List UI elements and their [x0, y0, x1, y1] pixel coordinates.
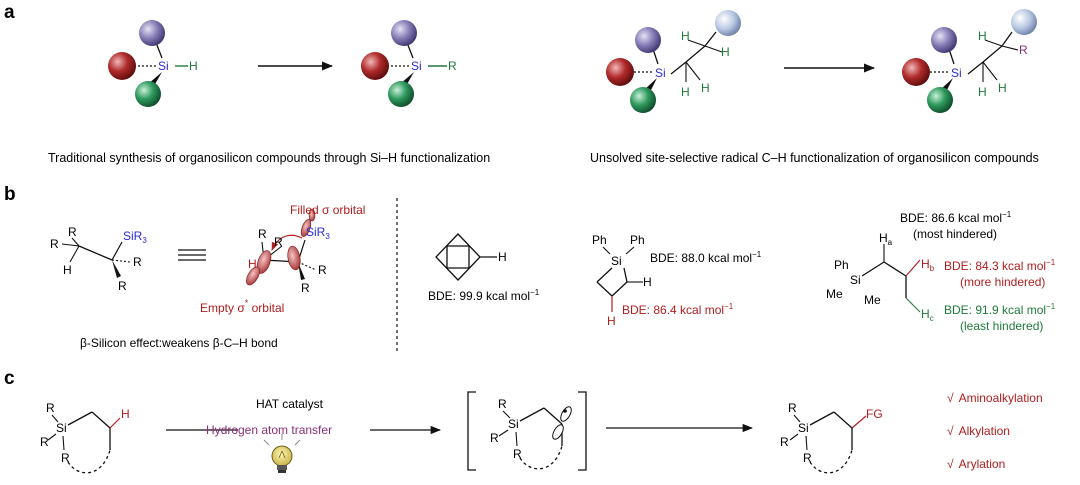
- hc-label: Hc: [921, 307, 934, 323]
- h-atom: H: [978, 85, 987, 99]
- si-atom: Si: [655, 66, 666, 80]
- svg-text:H: H: [248, 257, 257, 271]
- panel-a-label: a: [4, 2, 15, 23]
- svg-text:H: H: [498, 250, 507, 264]
- bde-hc: BDE: 91.9 kcal mol−1: [944, 302, 1056, 317]
- outcome-alkylation: √Alkylation: [947, 424, 1010, 438]
- svg-text:R: R: [780, 435, 789, 449]
- svg-text:R: R: [46, 401, 55, 415]
- svg-text:R: R: [788, 401, 797, 415]
- svg-text:Si: Si: [508, 417, 519, 431]
- h-atom: H: [189, 59, 198, 73]
- si-atom: Si: [158, 59, 169, 73]
- silacyclobutane-bde-bottom: BDE: 86.4 kcal mol−1: [622, 302, 734, 317]
- dimethylphenylsilane-chain: Ph Si Me Me Ha Hb Hc: [826, 231, 935, 323]
- sir3-group: SiR3: [123, 229, 147, 245]
- bde-ha: BDE: 86.6 kcal mol−1: [900, 210, 1012, 225]
- light-bulb-icon: [263, 434, 301, 473]
- si-atom: Si: [411, 59, 422, 73]
- svg-text:R: R: [258, 227, 267, 241]
- svg-text:Si: Si: [56, 421, 67, 435]
- hb-note: (more hindered): [960, 275, 1045, 289]
- hat-catalyst-label: HAT catalyst: [256, 397, 324, 411]
- panel-b-label: b: [4, 184, 16, 205]
- functionalized-cyclic-product: R R Si R FG: [780, 401, 883, 474]
- h-atom: H: [721, 45, 730, 59]
- cyclobutane-bde: BDE: 99.9 kcal mol−1: [428, 288, 540, 303]
- outcome-aminoalkylation: √Aminoalkylation: [947, 391, 1043, 405]
- fg-label: FG: [866, 407, 883, 421]
- svg-text:Si: Si: [798, 421, 809, 435]
- svg-text:R: R: [513, 447, 522, 461]
- panel-c-label: c: [4, 368, 15, 389]
- caption-traditional-synthesis: Traditional synthesis of organosilicon c…: [48, 151, 490, 165]
- ha-label: Ha: [879, 231, 893, 247]
- svg-text:H: H: [607, 314, 616, 328]
- caption-unsolved-functionalization: Unsolved site-selective radical C–H func…: [590, 151, 1039, 165]
- orbital-overlap-diagram: R R H R R SiR3: [246, 208, 330, 295]
- ha-note: (most hindered): [913, 227, 997, 241]
- filled-sigma-orbital-label: Filled σ orbital: [290, 203, 365, 217]
- svg-text:R: R: [803, 451, 812, 465]
- silane-molecule-left: Si H: [108, 20, 198, 107]
- svg-text:Me: Me: [864, 293, 881, 307]
- svg-text:Si: Si: [850, 273, 861, 287]
- cyclobutane-structure: H: [435, 233, 507, 281]
- silacyclobutane-bde-top: BDE: 88.0 kcal mol−1: [650, 250, 762, 265]
- h-atom: H: [701, 81, 710, 95]
- target-h-atom: H: [121, 407, 130, 421]
- empty-sigma-star-orbital-label: Empty σ* orbital: [200, 298, 284, 315]
- svg-text:H: H: [63, 263, 72, 277]
- svg-text:R: R: [498, 397, 507, 411]
- svg-text:Ph: Ph: [834, 258, 849, 272]
- beta-silyl-alkane: R R H R R SiR3: [50, 225, 147, 293]
- svg-text:R: R: [133, 255, 142, 269]
- svg-text:R: R: [68, 225, 77, 239]
- svg-text:Ph: Ph: [630, 233, 645, 247]
- svg-text:Si: Si: [611, 254, 622, 268]
- hat-process-label: Hydrogen atom transfer: [206, 423, 332, 437]
- cyclic-silane-substrate: R R Si R H: [40, 401, 130, 474]
- silane-product-left: Si R: [361, 20, 457, 107]
- outcome-arylation: √Arylation: [947, 457, 1005, 471]
- si-atom: Si: [951, 66, 962, 80]
- r-group: R: [1019, 43, 1028, 57]
- hb-label: Hb: [921, 257, 935, 273]
- bde-hb: BDE: 84.3 kcal mol−1: [944, 258, 1056, 273]
- svg-text:R: R: [318, 263, 327, 277]
- r-group: R: [448, 59, 457, 73]
- silacyclobutane-structure: Ph Ph Si H H: [592, 233, 652, 328]
- resonance-equivalence-sign: [178, 249, 206, 261]
- svg-text:R: R: [50, 237, 59, 251]
- beta-silicon-effect-caption: β-Silicon effect:weakens β-C–H bond: [80, 336, 278, 350]
- svg-text:Ph: Ph: [592, 233, 607, 247]
- svg-text:R: R: [274, 235, 283, 249]
- sir3-group: SiR3: [306, 225, 330, 241]
- svg-text:R: R: [490, 431, 499, 445]
- ethylsilane-molecule: Si H H H H: [606, 10, 741, 113]
- svg-text:R: R: [301, 281, 310, 295]
- functionalized-silane-product: Si H R H H: [902, 9, 1037, 113]
- h-atom: H: [681, 85, 690, 99]
- svg-text:R: R: [40, 435, 49, 449]
- svg-text:R: R: [118, 279, 127, 293]
- hc-note: (least hindered): [960, 319, 1043, 333]
- h-atom: H: [978, 29, 987, 43]
- outcome-list: √Aminoalkylation √Alkylation √Arylation: [947, 391, 1043, 471]
- svg-text:H: H: [643, 275, 652, 289]
- h-atom: H: [681, 29, 690, 43]
- svg-text:Me: Me: [826, 287, 843, 301]
- h-atom: H: [998, 81, 1007, 95]
- radical-intermediate: R R Si R: [467, 391, 587, 471]
- svg-text:R: R: [61, 451, 70, 465]
